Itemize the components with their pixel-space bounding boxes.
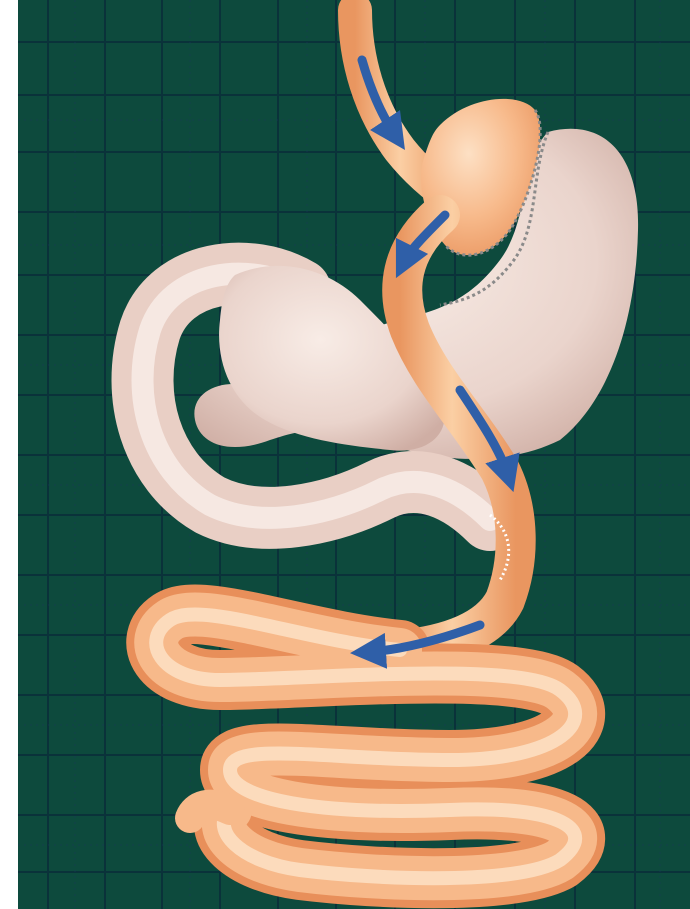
left-border: [0, 0, 18, 909]
